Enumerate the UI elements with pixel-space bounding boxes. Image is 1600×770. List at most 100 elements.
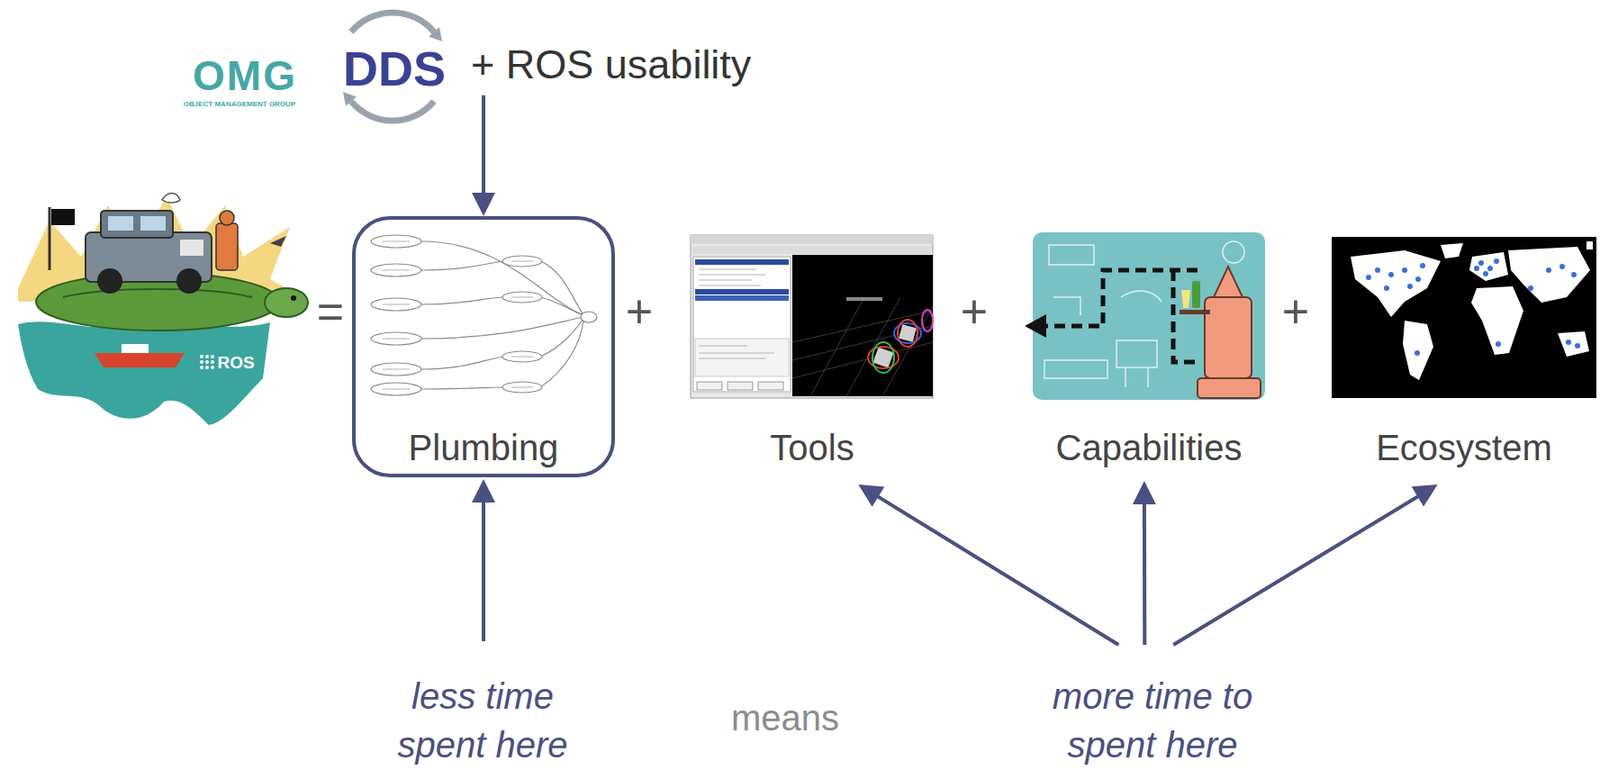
plumbing-graph-part-part: [382, 338, 410, 340]
ros-turtle-illustration-part: [270, 235, 287, 247]
connector-arrow: [471, 95, 496, 217]
plumbing-graph-part-part: [370, 235, 422, 248]
plumbing-graph-part: [540, 318, 584, 357]
dds-logo-ring-part: [351, 12, 434, 32]
connector-arrow: [858, 484, 1119, 645]
node-label: Tools: [769, 426, 854, 469]
rviz-screenshot-part-part: [846, 297, 883, 301]
plumbing-graph-part-part: [511, 297, 534, 299]
world-map-part-part: [1415, 276, 1421, 282]
world-map-part-part: [1495, 341, 1501, 347]
ros-turtle-illustration-part: [51, 208, 75, 226]
rviz-screenshot-part-part: [872, 342, 895, 373]
rviz-screenshot-part-part: [698, 280, 752, 281]
arrow-head: [471, 192, 496, 217]
rviz-screenshot-part-part: [698, 358, 766, 360]
plumbing-graph-part: [370, 235, 597, 396]
world-map-part-part: [1574, 343, 1581, 349]
ros-turtle-illustration-part: [97, 268, 123, 294]
world-map-part-part: [1545, 267, 1552, 273]
plus-sign: +: [625, 288, 653, 335]
rviz-screenshot-part: [695, 338, 789, 377]
ros-turtle-illustration-part: [216, 223, 238, 271]
logo-text: ROS: [216, 353, 254, 371]
plumbing-graph-part-part: [370, 382, 422, 396]
plumbing-box: Plumbing: [352, 216, 615, 478]
rviz-screenshot-part: [698, 269, 766, 286]
world-map-part-part: [1365, 274, 1372, 281]
ros-turtle-illustration-part: [48, 207, 52, 271]
rviz-screenshot-part-part: [698, 274, 766, 276]
ros-turtle-illustration-part-part: [210, 360, 215, 364]
node-label: + ROS usability: [470, 41, 751, 89]
rviz-screenshot-part: [693, 256, 791, 392]
world-map-part-part: [1565, 339, 1572, 345]
capabilities-illustration: [1024, 232, 1266, 400]
world-map-part-part: [1508, 246, 1591, 303]
capabilities-illustration-part-part: [1048, 244, 1094, 265]
connector-arrow: [1132, 480, 1157, 645]
logo-text: DDS: [343, 44, 446, 93]
plumbing-graph-part-part: [370, 332, 422, 345]
world-map-part-part: [1557, 331, 1590, 357]
node-label: less time spent here: [383, 671, 582, 769]
plumbing-graph-part-part: [502, 381, 543, 393]
ros-turtle-illustration-part: [180, 239, 204, 256]
world-map-part-part: [1414, 350, 1420, 356]
connector-word: means: [731, 699, 840, 736]
rviz-screenshot-part-part: [698, 285, 761, 287]
capabilities-illustration-part: [1192, 280, 1201, 308]
note-text: more time to spent here: [1021, 644, 1284, 769]
rviz-screenshot-part-part: [897, 319, 918, 347]
plumbing-graph-part-part: [370, 263, 422, 277]
ros-turtle-illustration-part: [100, 210, 173, 238]
logo-subtitle: OBJECT MANAGEMENT GROUP: [183, 100, 296, 109]
dds-logo-ring-part: [343, 91, 357, 107]
capabilities-illustration-part: [1181, 289, 1191, 308]
rviz-screenshot-part-part: [882, 306, 933, 397]
header-text: + ROS usability: [467, 39, 755, 91]
ros-turtle-illustration-part: [63, 289, 253, 298]
plumbing-graph-part-part: [511, 387, 534, 389]
rviz-screenshot-part-part: [810, 297, 865, 397]
rviz-screenshot-part: [792, 254, 933, 397]
rviz-screenshot-part-part: [792, 310, 933, 343]
logo-text: OMG: [192, 54, 298, 97]
ros-turtle-illustration-part: [18, 321, 271, 425]
world-map-part: [1586, 241, 1593, 250]
dds-logo-ring-part: [428, 27, 443, 42]
rviz-screenshot-part: [727, 381, 753, 390]
node-label: Plumbing: [408, 426, 560, 469]
plumbing-graph-part-part: [382, 369, 410, 371]
ecosystem-panel: Ecosystem: [1331, 229, 1597, 478]
plumbing-graph-part: [421, 241, 584, 316]
world-map-part-part: [1419, 262, 1426, 269]
capabilities-illustration-part: [1024, 314, 1047, 338]
rviz-screenshot-part: [695, 259, 789, 265]
rviz-screenshot-part-part: [922, 309, 933, 332]
ros-turtle-illustration-part-part: [199, 360, 204, 364]
world-map-part-part: [1471, 286, 1524, 355]
rviz-screenshot-part: [758, 381, 784, 390]
world-map-part-part: [1478, 260, 1484, 266]
rviz-screenshot-part: [690, 235, 933, 245]
dds-logo-ring-part: [351, 101, 434, 121]
connector-arrow: [471, 479, 496, 642]
capabilities-illustration-part-part: [1053, 297, 1081, 316]
capabilities-illustration-part: [1032, 232, 1266, 400]
capabilities-illustration-part-part: [1044, 360, 1108, 379]
plus-sign: +: [1282, 288, 1310, 335]
ros-turtle-illustration-part: [140, 216, 166, 231]
world-map-part-part: [1407, 283, 1413, 290]
plumbing-graph-part: [540, 261, 584, 316]
ros-turtle-illustration-part: [264, 288, 308, 317]
plumbing-graph-part: [421, 356, 505, 370]
rviz-screenshot-part-part: [698, 269, 757, 271]
arrow-line: [876, 496, 1120, 645]
world-map-part-part: [1440, 243, 1464, 259]
world-map-part-part: [1487, 265, 1493, 272]
world-map-part-part: [1559, 263, 1565, 270]
capabilities-illustration-part-part: [1116, 340, 1158, 368]
